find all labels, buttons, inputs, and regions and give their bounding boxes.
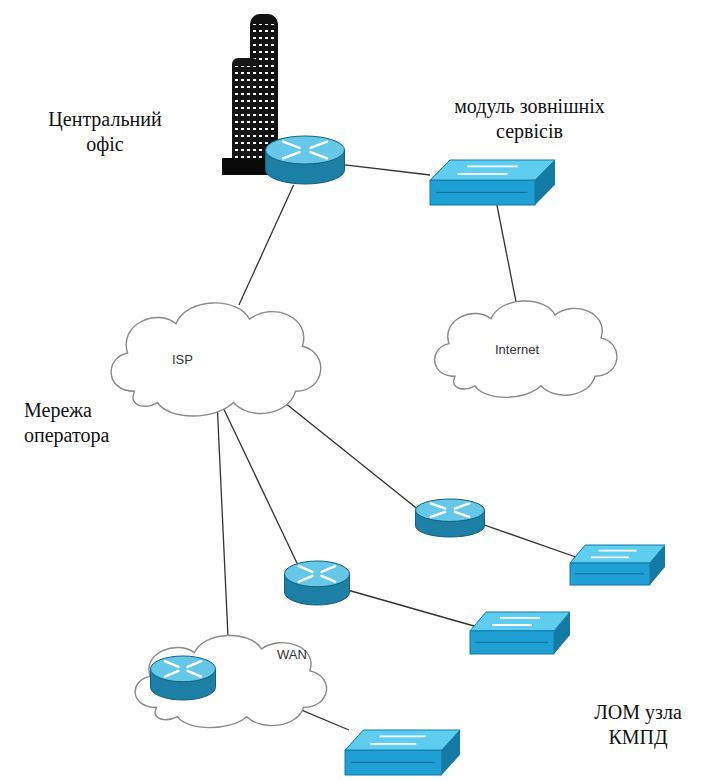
network-link bbox=[239, 185, 294, 305]
cloud-shape bbox=[100, 290, 330, 425]
office-router: Центральний офіс bbox=[265, 135, 345, 185]
isp-cloud: ISPМережа оператора bbox=[100, 290, 330, 425]
network-link bbox=[345, 165, 430, 175]
router-icon bbox=[416, 499, 485, 537]
cloud-label: ISP bbox=[172, 352, 193, 367]
switch-icon bbox=[570, 545, 665, 585]
network-link bbox=[218, 411, 228, 636]
lan-switch: ЛОМ узла КМПД bbox=[345, 730, 460, 775]
internet-cloud: Internet bbox=[425, 290, 625, 405]
service-switch: модуль зовнішніх сервісів bbox=[430, 160, 555, 205]
cloud-label: Internet bbox=[495, 342, 539, 357]
caption-label: Центральний офіс bbox=[38, 107, 172, 157]
router-icon bbox=[150, 655, 216, 701]
wan-cloud: WAN bbox=[125, 625, 335, 735]
network-link bbox=[299, 709, 349, 730]
switch-shape bbox=[430, 160, 555, 205]
switch-shape bbox=[345, 730, 460, 775]
caption-label: модуль зовнішніх сервісів bbox=[422, 94, 637, 144]
switch-icon bbox=[470, 612, 570, 654]
cloud-label: WAN bbox=[277, 647, 307, 662]
network-link bbox=[497, 205, 516, 302]
router-icon bbox=[285, 561, 350, 605]
caption-label: ЛОМ узла КМПД bbox=[583, 700, 693, 750]
router-shape bbox=[265, 135, 345, 185]
caption-label: Мережа оператора bbox=[24, 398, 162, 448]
